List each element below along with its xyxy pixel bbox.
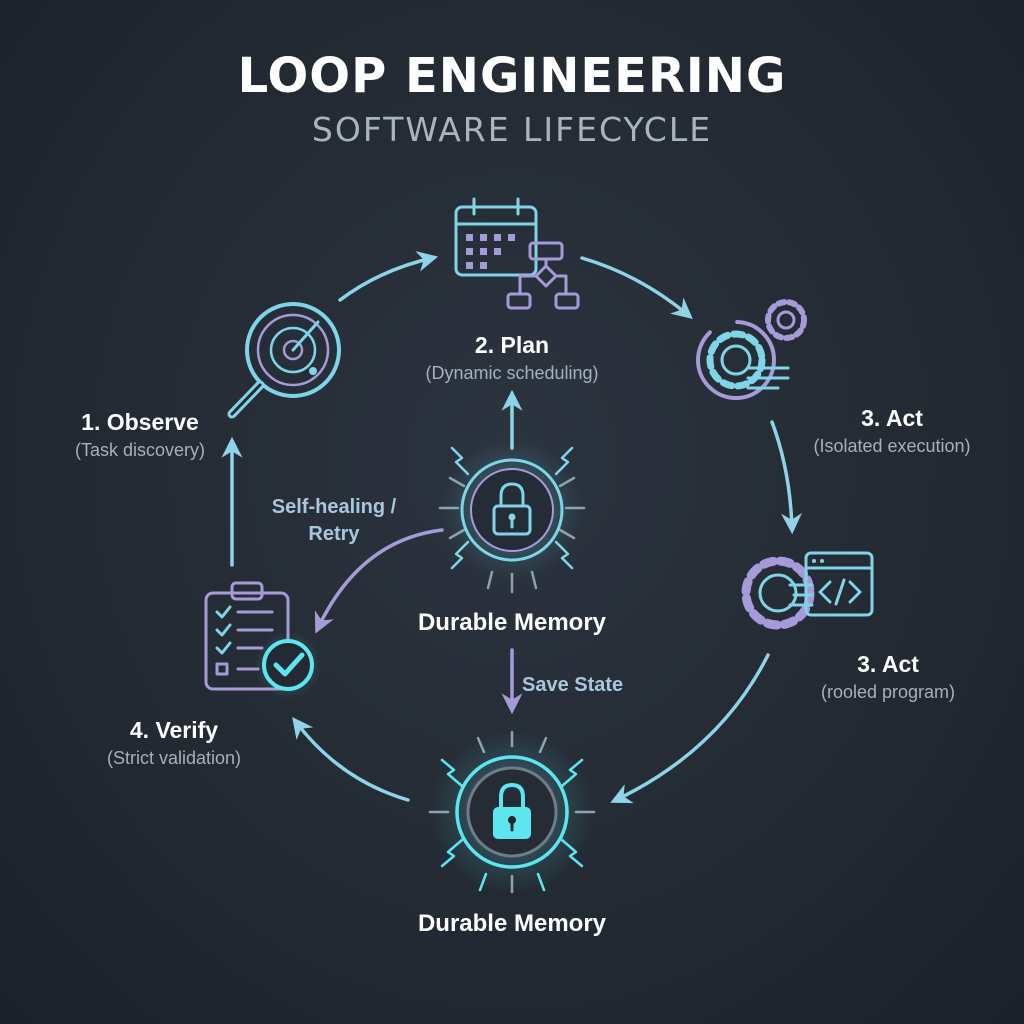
self-healing-line2: Retry: [308, 523, 360, 545]
node-observe: 1. Observe (Task discovery): [20, 407, 260, 463]
node-plan-label: 2. Plan: [474, 332, 550, 358]
node-act-program: 3. Act (rooled program): [768, 649, 1008, 705]
node-verify: 4. Verify (Strict validation): [54, 715, 294, 771]
self-healing-label: Self-healing / Retry: [248, 494, 420, 548]
node-plan: 2. Plan (Dynamic scheduling): [372, 330, 652, 386]
memory-center-lock-icon: [438, 440, 586, 594]
node-act-execution: 3. Act (Isolated execution): [772, 403, 1012, 459]
arrow-observe-to-plan: [338, 251, 439, 302]
memory-bottom-label: Durable Memory: [417, 910, 607, 937]
node-act-execution-label: 3. Act: [861, 405, 923, 431]
arrow-plan-to-act: [580, 256, 693, 320]
node-act-program-desc: (rooled program): [820, 682, 956, 702]
radar-magnifier-icon: [227, 302, 341, 419]
save-state-label: Save State: [522, 674, 624, 696]
checklist-icon: [204, 581, 322, 699]
node-act-program-label: 3. Act: [857, 651, 919, 677]
arrow-memory-to-verify: [292, 716, 410, 802]
node-act-execution-desc: (Isolated execution): [813, 436, 971, 456]
arrow-act-to-memory: [610, 653, 770, 804]
arrow-act-to-act: [770, 420, 802, 535]
memory-bottom-lock-icon: [428, 730, 596, 894]
node-plan-desc: (Dynamic scheduling): [425, 363, 599, 383]
diagram-title: LOOP ENGINEERING: [237, 48, 787, 104]
arrow-self-healing: [314, 528, 444, 634]
cycle-arrows: [221, 251, 802, 804]
gears-icon: [696, 299, 807, 400]
node-observe-label: 1. Observe: [81, 409, 199, 435]
inner-arrows: [314, 528, 523, 715]
gear-code-window-icon: [741, 551, 874, 630]
node-verify-desc: (Strict validation): [106, 748, 242, 768]
diagram-subtitle: SOFTWARE LIFECYCLE: [311, 110, 713, 149]
self-healing-line1: Self-healing /: [271, 496, 397, 518]
node-observe-desc: (Task discovery): [74, 440, 206, 460]
node-verify-label: 4. Verify: [129, 717, 219, 743]
memory-center-label: Durable Memory: [417, 609, 607, 636]
calendar-flowchart-icon: [454, 197, 580, 310]
